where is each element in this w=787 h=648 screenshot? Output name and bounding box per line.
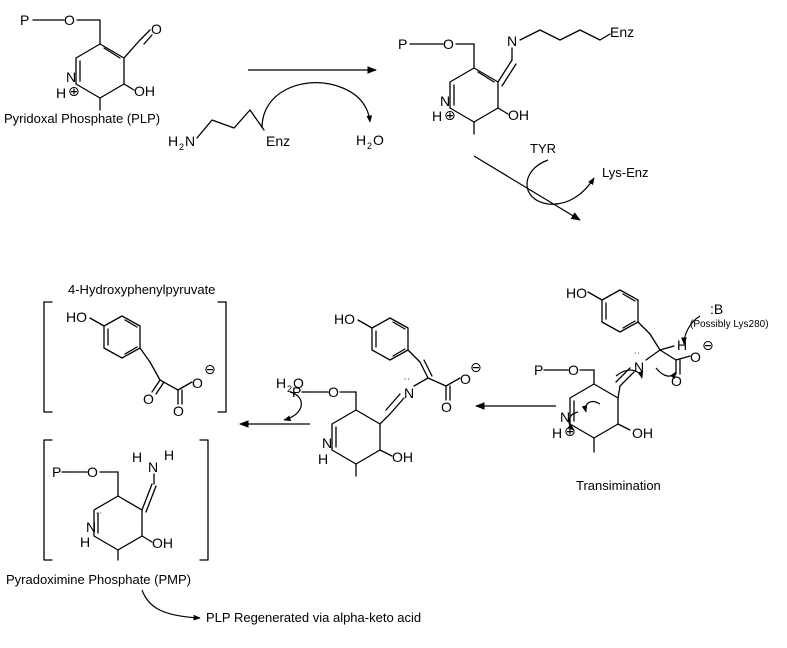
regenerated-label: PLP Regenerated via alpha-keto acid — [206, 610, 421, 625]
svg-text:⊖: ⊖ — [702, 337, 714, 353]
svg-text:HO: HO — [66, 309, 87, 325]
svg-text:˙˙: ˙˙ — [404, 378, 411, 389]
plp-structure: P O O OH N H ⊕ Pyridoxal Phosphate (PLP) — [4, 12, 162, 126]
pmp-bracket-left — [43, 439, 53, 561]
svg-text:N: N — [560, 409, 570, 425]
schiff-base-structure: P O N Enz OH N H ⊕ — [398, 24, 634, 135]
hpp-name-label: 4-Hydroxyphenylpyruvate — [68, 282, 215, 297]
lys-enz-label: Lys-Enz — [602, 165, 648, 180]
svg-text:˙˙: ˙˙ — [634, 352, 641, 363]
pmp-bracket-right — [199, 439, 209, 561]
svg-text:2: 2 — [367, 141, 372, 151]
svg-text:HO: HO — [566, 285, 587, 301]
curved-arrow-tyr — [526, 159, 595, 205]
svg-text:P: P — [292, 384, 301, 400]
base-label: :B — [710, 301, 723, 317]
plp-ring-hydrogen: H — [56, 85, 66, 101]
svg-text:H: H — [552, 425, 562, 441]
svg-text:H: H — [80, 534, 90, 550]
svg-text:⊖: ⊖ — [204, 361, 216, 377]
svg-text:O: O — [87, 464, 98, 480]
svg-text:O: O — [671, 373, 682, 389]
svg-text:O: O — [568, 362, 579, 378]
svg-text:N: N — [322, 435, 332, 451]
svg-text:H: H — [677, 337, 687, 353]
pmp-name-label: Pyradoximine Phosphate (PMP) — [6, 572, 191, 587]
svg-text:H: H — [276, 375, 286, 391]
svg-text:N: N — [507, 33, 517, 49]
svg-text:H: H — [168, 133, 178, 149]
transimination-structure: HO H O O ⊖ N ˙˙ P O OH N H ⊕ — [534, 285, 714, 453]
lysine-enz-label: Enz — [266, 133, 290, 149]
svg-text:⊖: ⊖ — [470, 359, 482, 375]
svg-text:Enz: Enz — [610, 24, 634, 40]
plp-ring-nitrogen: N — [66, 69, 76, 85]
arrow-regeneration — [141, 589, 201, 621]
plp-phosphate-atom: P — [20, 12, 29, 28]
svg-text:O: O — [373, 132, 384, 148]
base-note-label: (Possibly Lys280) — [690, 319, 769, 330]
svg-text:O: O — [460, 371, 471, 387]
plp-ether-oxygen: O — [64, 12, 75, 28]
svg-text:H: H — [132, 449, 142, 465]
pmp-structure: P O N H H OH N ˙˙ H — [52, 447, 174, 561]
svg-text:H: H — [164, 447, 174, 463]
hpp-bracket-left — [43, 301, 53, 413]
svg-text:N: N — [148, 459, 158, 475]
svg-text:O: O — [192, 375, 203, 391]
svg-text:⊕: ⊕ — [444, 107, 456, 123]
svg-text:OH: OH — [152, 535, 173, 551]
svg-text:N: N — [634, 359, 644, 375]
curved-arrow-water — [283, 391, 302, 422]
curved-arrow-lysine — [261, 82, 373, 129]
svg-text:HO: HO — [334, 311, 355, 327]
svg-text:N: N — [404, 385, 414, 401]
svg-text:OH: OH — [392, 449, 413, 465]
svg-text:N: N — [440, 93, 450, 109]
svg-text:⊕: ⊕ — [564, 423, 576, 439]
tyr-label: TYR — [530, 141, 556, 156]
svg-text:2: 2 — [287, 384, 292, 394]
svg-text:OH: OH — [508, 107, 529, 123]
svg-text:H: H — [318, 451, 328, 467]
svg-text:2: 2 — [179, 142, 184, 152]
svg-text:O: O — [443, 36, 454, 52]
svg-text:O: O — [143, 391, 154, 407]
svg-text:O: O — [690, 349, 701, 365]
svg-text:P: P — [52, 464, 61, 480]
intermediate-structure: HO O O ⊖ N ˙˙ P O OH N H — [292, 311, 482, 477]
water-reagent-2: H 2 O — [276, 375, 304, 394]
svg-text:H: H — [432, 108, 442, 124]
svg-text:O: O — [328, 384, 339, 400]
svg-text:N: N — [86, 519, 96, 535]
hpp-structure: HO O O O ⊖ — [66, 309, 216, 419]
water-product-1: H 2 O — [356, 132, 384, 151]
lysine-enzyme: H 2 N Enz — [168, 109, 290, 152]
svg-text:OH: OH — [632, 425, 653, 441]
svg-text:O: O — [293, 375, 304, 391]
plp-name-label: Pyridoxal Phosphate (PLP) — [4, 111, 160, 126]
transimination-label: Transimination — [576, 478, 661, 493]
svg-text:P: P — [398, 36, 407, 52]
svg-text:H: H — [356, 132, 366, 148]
hpp-bracket-right — [217, 301, 227, 413]
lysine-amine: N — [185, 133, 195, 149]
svg-text:˙˙: ˙˙ — [96, 512, 103, 523]
svg-text:O: O — [173, 403, 184, 419]
plp-hydroxyl: OH — [134, 83, 155, 99]
plp-aldehyde-oxygen: O — [151, 21, 162, 37]
svg-text:O: O — [441, 399, 452, 415]
plp-plus-charge: ⊕ — [68, 83, 80, 99]
svg-text:P: P — [534, 362, 543, 378]
